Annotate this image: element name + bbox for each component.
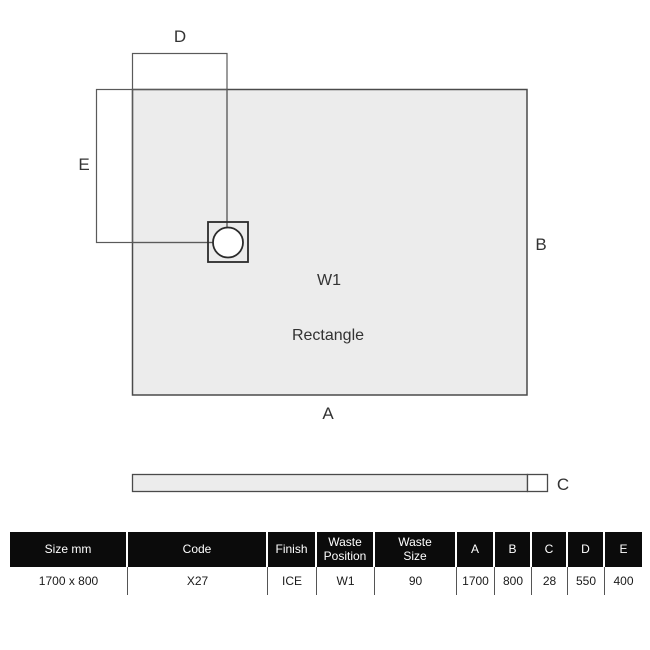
tray-diagram: D E B A C W1 Rectangle (78, 27, 569, 494)
label-d: D (174, 27, 186, 46)
waste-square (207, 221, 249, 263)
col-header-a: A (457, 532, 495, 567)
label-c: C (557, 475, 569, 494)
cell-c: 28 (532, 567, 568, 595)
cell-waste-position: W1 (317, 567, 375, 595)
label-b: B (535, 235, 546, 254)
waste-circle (212, 226, 244, 259)
col-header-size-mm: Size mm (10, 532, 128, 567)
col-header-code: Code (128, 532, 268, 567)
col-header-e: E (619, 541, 628, 556)
shape-name-label: Rectangle (292, 327, 364, 344)
dim-rect-e (95, 88, 228, 244)
cell-waste-size: 90 (375, 567, 457, 595)
col-header-d: D (568, 532, 605, 567)
spec-table-data-row: 1700 x 800 X27 ICE W1 90 1700 800 28 550… (10, 567, 642, 595)
label-a: A (322, 404, 334, 423)
side-profile-end-cap (526, 473, 549, 493)
col-header-finish: Finish (268, 532, 317, 567)
col-header-waste-position: Waste Position (317, 532, 375, 567)
spec-table-header-row: Size mm Code Finish Waste Position Waste… (10, 532, 642, 567)
waste-position-label: W1 (317, 272, 341, 289)
col-header-c: C (532, 532, 568, 567)
label-e: E (78, 155, 89, 174)
cell-size-mm: 1700 x 800 (10, 567, 128, 595)
cell-code: X27 (128, 567, 268, 595)
cell-e: 400 (613, 574, 634, 588)
cell-a: 1700 (457, 567, 495, 595)
col-header-b: B (495, 532, 532, 567)
col-header-waste-size: Waste Size (375, 532, 457, 567)
cell-d: 550 (568, 567, 605, 595)
cell-b: 800 (495, 567, 532, 595)
cell-finish: ICE (268, 567, 317, 595)
side-profile-bar (131, 473, 529, 493)
spec-table: Size mm Code Finish Waste Position Waste… (10, 532, 642, 595)
